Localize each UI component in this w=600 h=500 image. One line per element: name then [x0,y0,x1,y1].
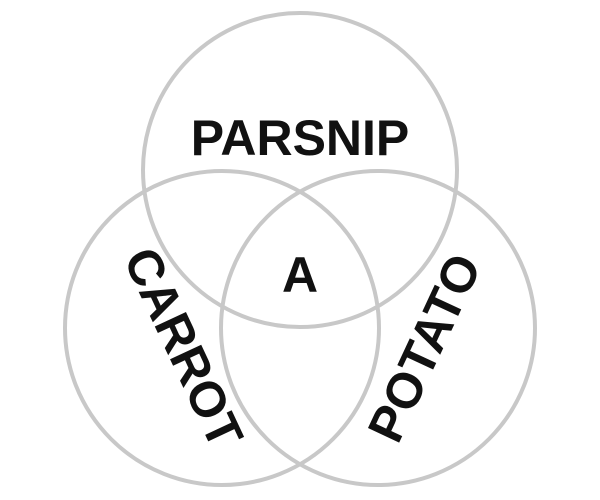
intersection-label: A [282,247,318,303]
potato-circle [219,169,537,487]
carrot-circle [63,169,381,487]
parsnip-label: PARSNIP [191,110,410,166]
parsnip-circle [141,11,459,329]
